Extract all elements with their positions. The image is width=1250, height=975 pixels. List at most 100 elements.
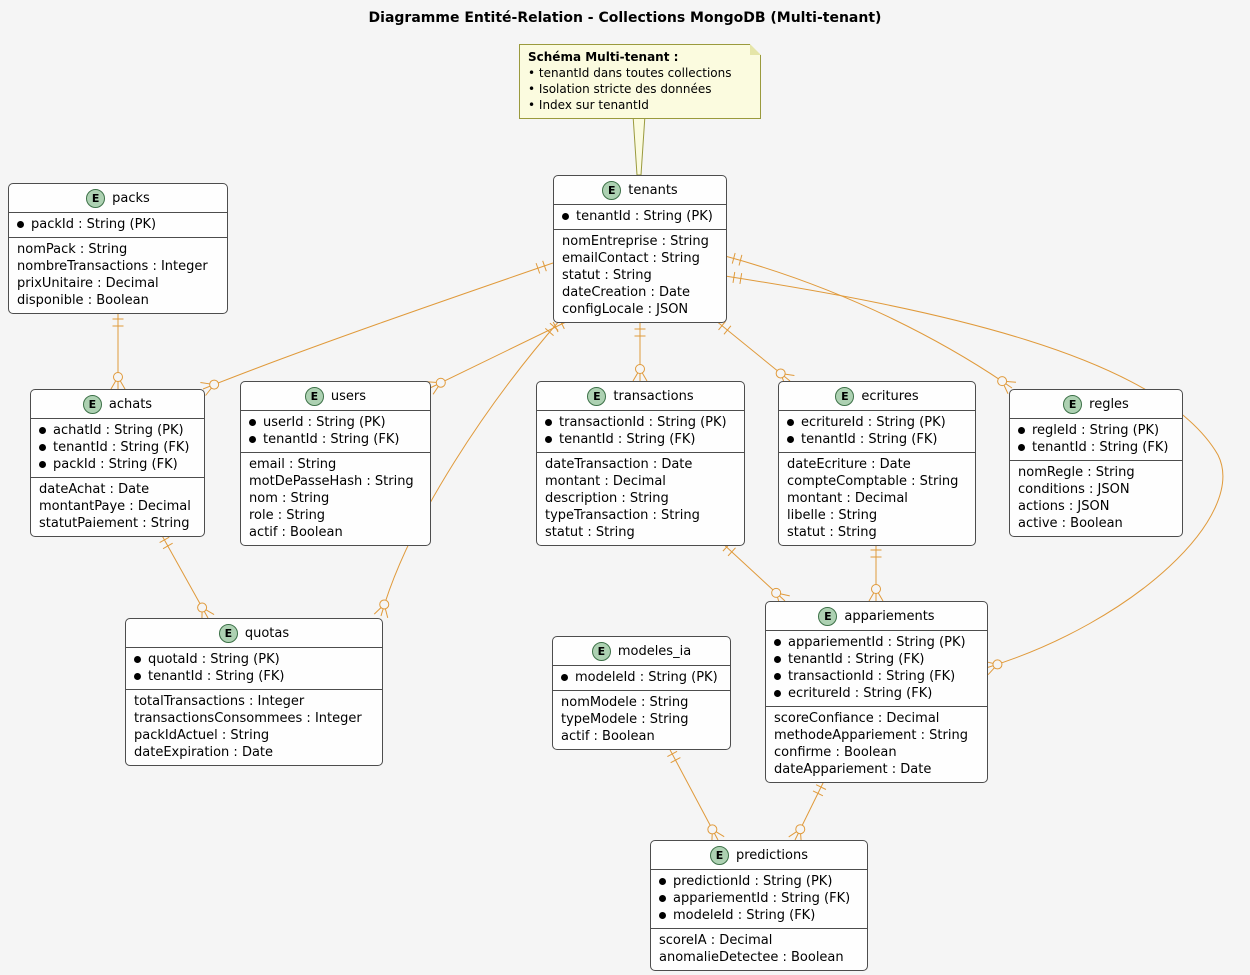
field-row: montant : Decimal — [787, 490, 967, 507]
field-text: email : String — [249, 457, 337, 472]
field-text: statut : String — [545, 525, 635, 540]
field-text: scoreConfiance : Decimal — [774, 711, 940, 726]
entity-name: modeles_ia — [617, 644, 692, 659]
field-text: nombreTransactions : Integer — [17, 259, 208, 274]
note-bullet-icon: • — [528, 98, 539, 112]
note-bullet-icon: • — [528, 82, 539, 96]
field-row: dateEcriture : Date — [787, 456, 967, 473]
field-text: prixUnitaire : Decimal — [17, 276, 159, 291]
field-text: configLocale : JSON — [562, 302, 689, 317]
cardinality-zero-circle — [775, 368, 786, 379]
entity-keys-section: quotaId : String (PK)tenantId : String (… — [126, 648, 382, 690]
field-row: dateCreation : Date — [562, 284, 718, 301]
key-bullet-icon — [659, 878, 666, 885]
relationship-achats-quotas — [159, 531, 215, 622]
field-text: conditions : JSON — [1018, 482, 1130, 497]
cardinality-zero-circle — [871, 584, 881, 594]
key-bullet-icon — [659, 912, 666, 919]
entity-keys-section: tenantId : String (PK) — [554, 205, 726, 230]
cardinality-one-tick — [727, 547, 736, 557]
relationship-tenants-appariements — [724, 271, 1224, 676]
field-row: typeTransaction : String — [545, 507, 736, 524]
field-text: dateAchat : Date — [39, 482, 150, 497]
cardinality-one-tick — [731, 252, 736, 264]
field-text: actif : Boolean — [249, 525, 343, 540]
field-row: libelle : String — [787, 507, 967, 524]
entity-keys-section: predictionId : String (PK)appariementId … — [651, 870, 867, 929]
key-row: packId : String (FK) — [39, 456, 196, 473]
cardinality-one-tick — [815, 784, 827, 790]
cardinality-zero-circle — [113, 372, 123, 382]
field-row: description : String — [545, 490, 736, 507]
key-text: packId : String (FK) — [53, 457, 178, 472]
multitenant-note: Schéma Multi-tenant : • tenantId dans to… — [519, 44, 761, 119]
cardinality-zero-circle — [379, 599, 390, 610]
field-row: actif : Boolean — [249, 524, 422, 541]
field-row: confirme : Boolean — [774, 744, 979, 761]
field-text: dateEcriture : Date — [787, 457, 911, 472]
cardinality-one-tick — [162, 542, 173, 550]
field-row: nomRegle : String — [1018, 464, 1174, 481]
key-bullet-icon — [134, 673, 141, 680]
entity-keys-section: ecritureId : String (PK)tenantId : Strin… — [779, 411, 975, 453]
field-text: typeTransaction : String — [545, 508, 700, 523]
field-row: dateAchat : Date — [39, 481, 196, 498]
cardinality-one-tick — [812, 790, 824, 797]
key-row: transactionId : String (FK) — [774, 668, 979, 685]
note-tail — [632, 114, 646, 176]
note-item: • Index sur tenantId — [528, 97, 752, 113]
entity-keys-section: userId : String (PK)tenantId : String (F… — [241, 411, 430, 453]
key-text: userId : String (PK) — [263, 415, 386, 430]
key-text: achatId : String (PK) — [53, 423, 184, 438]
field-text: disponible : Boolean — [17, 293, 149, 308]
key-bullet-icon — [787, 436, 794, 443]
field-text: montant : Decimal — [787, 491, 908, 506]
relationship-appariements-predictions — [788, 778, 827, 844]
key-bullet-icon — [249, 419, 256, 426]
cardinality-one-tick — [159, 536, 170, 543]
key-text: transactionId : String (PK) — [559, 415, 727, 430]
key-row: tenantId : String (FK) — [249, 431, 422, 448]
diagram-title: Diagramme Entité-Relation - Collections … — [368, 10, 882, 26]
field-row: actions : JSON — [1018, 498, 1174, 515]
field-text: active : Boolean — [1018, 516, 1123, 531]
field-row: montantPaye : Decimal — [39, 498, 196, 515]
field-text: emailContact : String — [562, 251, 700, 266]
cardinality-one-tick — [544, 328, 554, 337]
entity-name: packs — [112, 191, 150, 206]
cardinality-zero-circle — [771, 587, 782, 598]
field-text: dateAppariement : Date — [774, 762, 932, 777]
cardinality-one-tick — [739, 273, 743, 285]
field-text: nom : String — [249, 491, 330, 506]
key-bullet-icon — [17, 221, 24, 228]
entity-stereotype-icon: E — [602, 181, 622, 200]
field-row: configLocale : JSON — [562, 301, 718, 318]
field-row: transactionsConsommees : Integer — [134, 710, 374, 727]
key-row: regleId : String (PK) — [1018, 422, 1174, 439]
key-text: appariementId : String (PK) — [788, 635, 966, 650]
cardinality-zero-circle — [707, 824, 718, 835]
key-text: tenantId : String (FK) — [801, 432, 938, 447]
cardinality-one-tick — [738, 254, 743, 266]
field-text: role : String — [249, 508, 326, 523]
key-bullet-icon — [545, 419, 552, 426]
field-row: statut : String — [562, 267, 718, 284]
cardinality-zero-circle — [795, 824, 806, 835]
key-row: tenantId : String (FK) — [1018, 439, 1174, 456]
entity-name: ecritures — [861, 389, 919, 404]
cardinality-zero-circle — [435, 377, 446, 388]
field-text: statut : String — [787, 525, 877, 540]
key-text: tenantId : String (PK) — [576, 209, 713, 224]
